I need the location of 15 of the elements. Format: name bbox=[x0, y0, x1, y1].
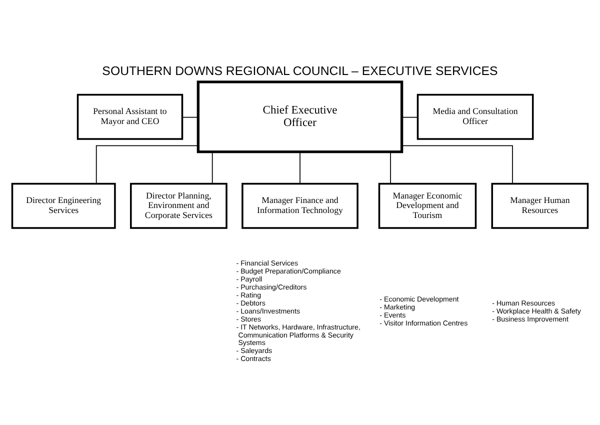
node-box: Media and Consultation Officer bbox=[416, 94, 534, 140]
node-box: Director Engineering Services bbox=[11, 182, 116, 229]
connector bbox=[96, 145, 199, 184]
node-box: Director Planning, Environment and Corporate Services bbox=[130, 182, 228, 229]
connector bbox=[182, 116, 199, 118]
diagram-title: SOUTHERN DOWNS REGIONAL COUNCIL – EXECUTIVE SERVICES bbox=[102, 64, 498, 78]
node-box: Chief Executive Officer bbox=[196, 80, 404, 154]
node-box: Manager Economic Development and Tourism bbox=[378, 182, 477, 229]
node-box: Manager Human Resources bbox=[491, 182, 589, 229]
node-box: Manager Finance and Information Technology bbox=[242, 182, 358, 229]
connector bbox=[390, 152, 391, 184]
node-box: Personal Assistant to Mayor and CEO bbox=[76, 94, 184, 140]
connector bbox=[402, 116, 418, 118]
connector bbox=[401, 145, 513, 184]
connector bbox=[212, 152, 213, 184]
